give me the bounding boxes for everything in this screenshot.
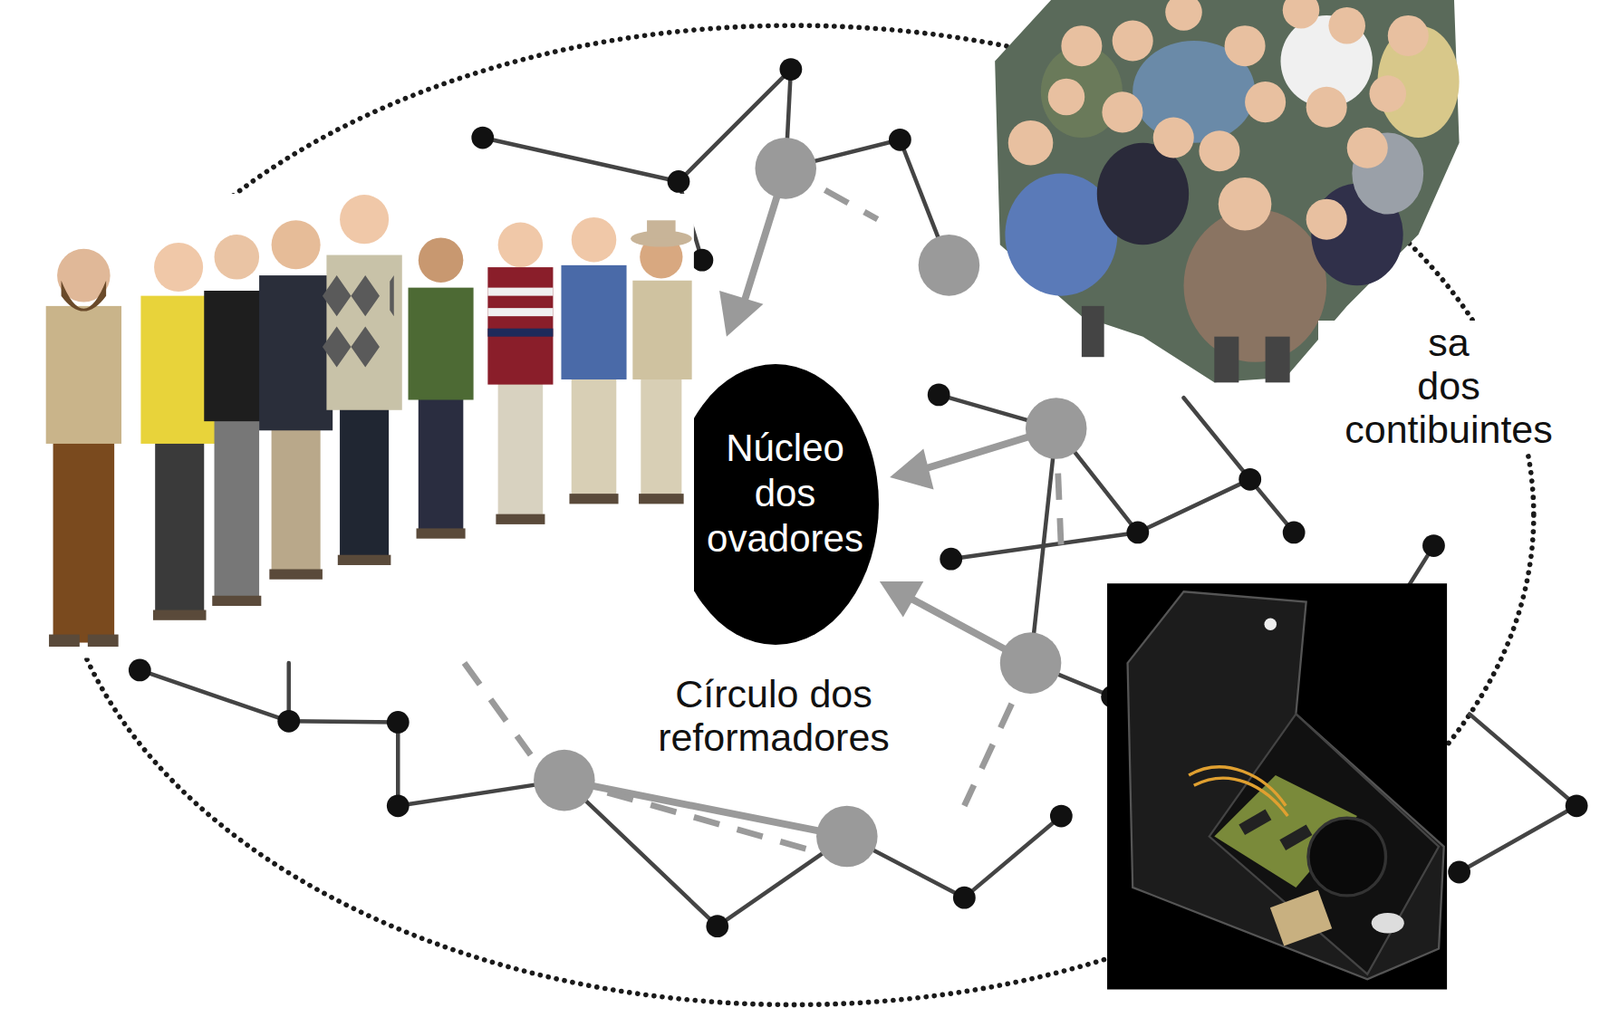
text-line: sa (1321, 320, 1576, 365)
text-holder: Núcleo dos ovadores (693, 425, 877, 562)
text-line: dos (693, 471, 877, 517)
text-line: ovadores (693, 516, 877, 562)
text-line: dos (1321, 364, 1576, 408)
node-label: Núcleo dos ovadores (693, 425, 877, 562)
ring-label: Círculo dos reformadores (634, 672, 914, 760)
nucleus-circle: Núcleo dos ovadores (693, 364, 888, 646)
text-line: contibuintes (1321, 407, 1576, 452)
outer-label: sa dos contibuintes (1318, 320, 1580, 452)
text-line: Núcleo (693, 425, 877, 472)
circle-fill (693, 364, 879, 646)
